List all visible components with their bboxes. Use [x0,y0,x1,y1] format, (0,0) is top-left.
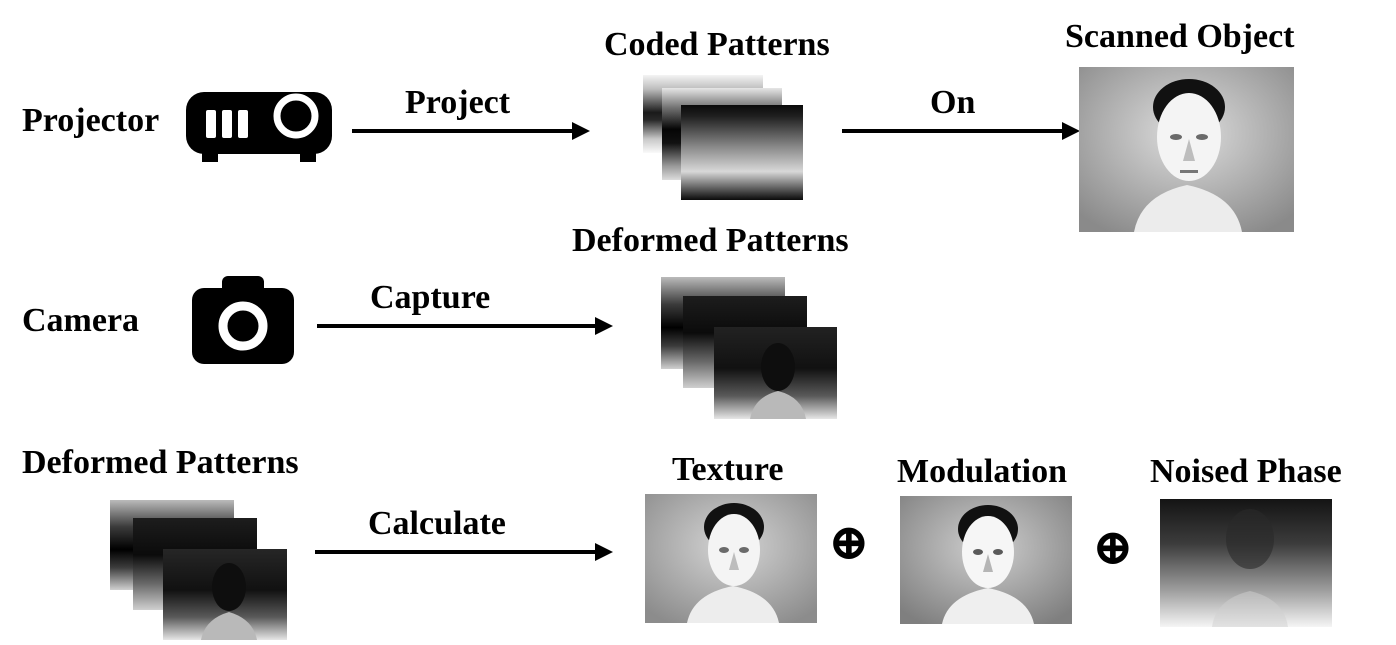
camera-icon [192,276,294,364]
capture-arrow-label: Capture [370,279,491,316]
deformed-patterns-label-row3: Deformed Patterns [22,444,299,481]
projector-label: Projector [22,102,160,139]
texture-label: Texture [672,451,784,488]
plus-operator-2: ⊕ [1092,519,1134,575]
camera-label: Camera [22,302,140,339]
coded-patterns-label: Coded Patterns [604,26,830,63]
modulation-label: Modulation [897,453,1068,490]
calculate-arrow [315,543,613,561]
calculate-arrow-label: Calculate [368,505,506,542]
plus-operator-1: ⊕ [828,514,870,570]
noised-phase-image [1160,499,1332,627]
project-arrow [352,122,590,140]
deformed-pattern-3 [714,327,837,419]
on-arrow [842,122,1080,140]
input-pattern-3 [163,549,287,640]
projector-icon [186,92,332,162]
deformed-patterns-label-row2: Deformed Patterns [572,222,849,259]
on-arrow-label: On [930,84,976,121]
noised-phase-label: Noised Phase [1150,453,1342,490]
scanned-object-image [1079,67,1294,232]
texture-image [645,494,817,623]
modulation-image [900,496,1072,624]
capture-arrow [317,317,613,335]
scanned-object-label: Scanned Object [1065,18,1295,55]
project-arrow-label: Project [405,84,511,121]
coded-pattern-3 [681,105,803,200]
